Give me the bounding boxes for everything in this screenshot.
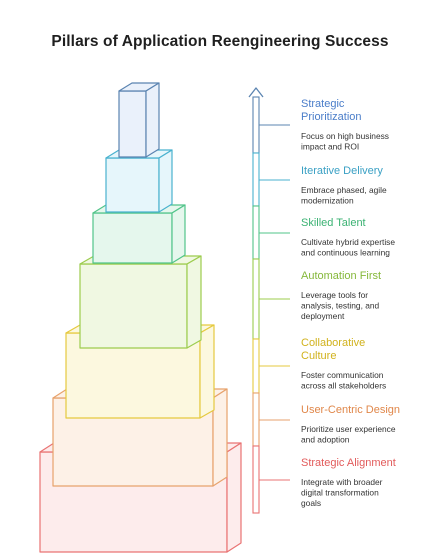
user-centric-design-rail-segment [252,392,260,447]
strategic-prioritization-description: impact and ROI [301,142,359,152]
automation-first-block-side [186,255,202,349]
automation-first-description: Leverage tools for [301,290,368,300]
strategic-prioritization-title: Prioritization [301,111,362,123]
skilled-talent-block [92,204,186,264]
iterative-delivery-description: modernization [301,196,354,206]
strategic-alignment-title: Strategic Alignment [301,457,396,469]
iterative-delivery-rail-segment [252,152,260,207]
progress-rail [248,87,290,514]
strategic-prioritization-rail-segment [252,96,260,154]
strategic-prioritization-title: Strategic [301,98,345,110]
collaborative-culture-title: Culture [301,350,336,362]
user-centric-design-description: and adoption [301,435,350,445]
iterative-delivery-block-side [158,149,173,213]
strategic-prioritization-block [118,82,160,158]
strategic-prioritization-description: Focus on high business [301,131,389,141]
strategic-alignment-block-side [226,442,242,553]
collaborative-culture-title: Collaborative [301,337,365,349]
skilled-talent-rail-segment [252,205,260,260]
strategic-prioritization-block-side [145,82,160,158]
strategic-alignment-description: Integrate with broader [301,477,383,487]
pillar-block-icon [79,263,188,349]
arrow-up-icon [248,87,264,98]
collaborative-culture-description: Foster communication [301,370,384,380]
strategic-alignment-description: digital transformation [301,488,379,498]
iterative-delivery-block [105,149,173,213]
collaborative-culture-rail-segment [252,338,260,394]
page-title: Pillars of Application Reengineering Suc… [51,33,389,50]
user-centric-design-description: Prioritize user experience [301,424,396,434]
pillar-block-icon [92,212,173,264]
strategic-alignment-rail-segment [252,445,260,514]
automation-first-description: deployment [301,311,345,321]
skilled-talent-description: Cultivate hybrid expertise [301,237,395,247]
pyramid-blocks [39,82,242,553]
pillar-block-icon [105,157,160,213]
strategic-alignment-description: goals [301,498,321,508]
skilled-talent-description: and continuous learning [301,248,390,258]
collaborative-culture-block-side [199,324,215,419]
skilled-talent-block-side [171,204,186,264]
automation-first-title: Automation First [301,270,381,282]
automation-first-description: analysis, testing, and [301,301,380,311]
iterative-delivery-description: Embrace phased, agile [301,185,387,195]
user-centric-design-block-side [212,388,228,487]
user-centric-design-title: User-Centric Design [301,404,400,416]
automation-first-block [79,255,202,349]
skilled-talent-title: Skilled Talent [301,217,366,229]
pillar-block-icon [118,90,147,158]
automation-first-rail-segment [252,258,260,340]
collaborative-culture-description: across all stakeholders [301,381,386,391]
iterative-delivery-title: Iterative Delivery [301,165,383,177]
